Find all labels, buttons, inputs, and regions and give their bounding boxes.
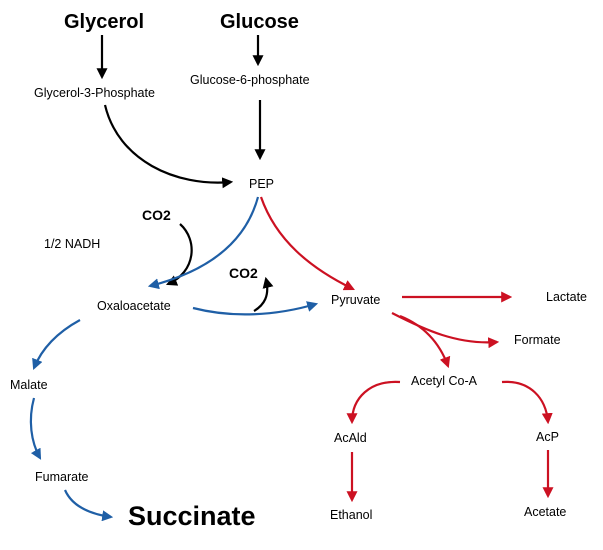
arrow-co2-release: [253, 276, 274, 312]
node-glucose: Glucose: [220, 11, 299, 33]
node-fumarate: Fumarate: [35, 470, 89, 484]
node-formate: Formate: [514, 333, 561, 347]
node-succinate: Succinate: [128, 501, 256, 531]
node-oxaloacetate: Oxaloacetate: [97, 299, 171, 313]
arrow-acetylcoa-to-acald: [346, 380, 401, 425]
arrow-malate-to-fumarate: [29, 397, 42, 460]
node-acetate: Acetate: [524, 505, 567, 519]
node-glycerol-3-phosphate: Glycerol-3-Phosphate: [34, 86, 155, 100]
label-co2-fixation: CO2: [142, 207, 171, 223]
node-glycerol: Glycerol: [64, 11, 145, 33]
arrow-pep-to-pyruvate: [259, 196, 355, 291]
node-malate: Malate: [10, 378, 48, 392]
node-acetyl-coa: Acetyl Co-A: [411, 374, 477, 388]
node-acp: AcP: [536, 430, 559, 444]
arrow-oxaloacetate-to-malate: [32, 319, 81, 371]
node-pyruvate: Pyruvate: [331, 293, 381, 307]
arrow-pyruvate-to-acetylcoa: [399, 314, 451, 369]
label-half-nadh: 1/2 NADH: [44, 237, 101, 251]
arrow-g3p-to-pep: [103, 104, 234, 189]
node-glucose-6-phosphate: Glucose-6-phosphate: [190, 73, 310, 87]
arrow-pyruvate-to-formate: [391, 312, 500, 349]
node-lactate: Lactate: [546, 290, 588, 304]
label-co2-release: CO2: [229, 265, 258, 281]
node-ethanol: Ethanol: [330, 508, 373, 522]
arrow-co2-to-oxaloacetate: [165, 223, 193, 286]
arrow-pep-to-oxaloacetate: [147, 196, 260, 290]
node-acald: AcAld: [334, 431, 367, 445]
node-pep: PEP: [249, 177, 275, 191]
arrow-acetylcoa-to-acp: [501, 380, 553, 425]
arrow-oxaloacetate-to-pyruvate: [192, 301, 319, 316]
arrow-fumarate-to-succinate: [63, 489, 114, 522]
